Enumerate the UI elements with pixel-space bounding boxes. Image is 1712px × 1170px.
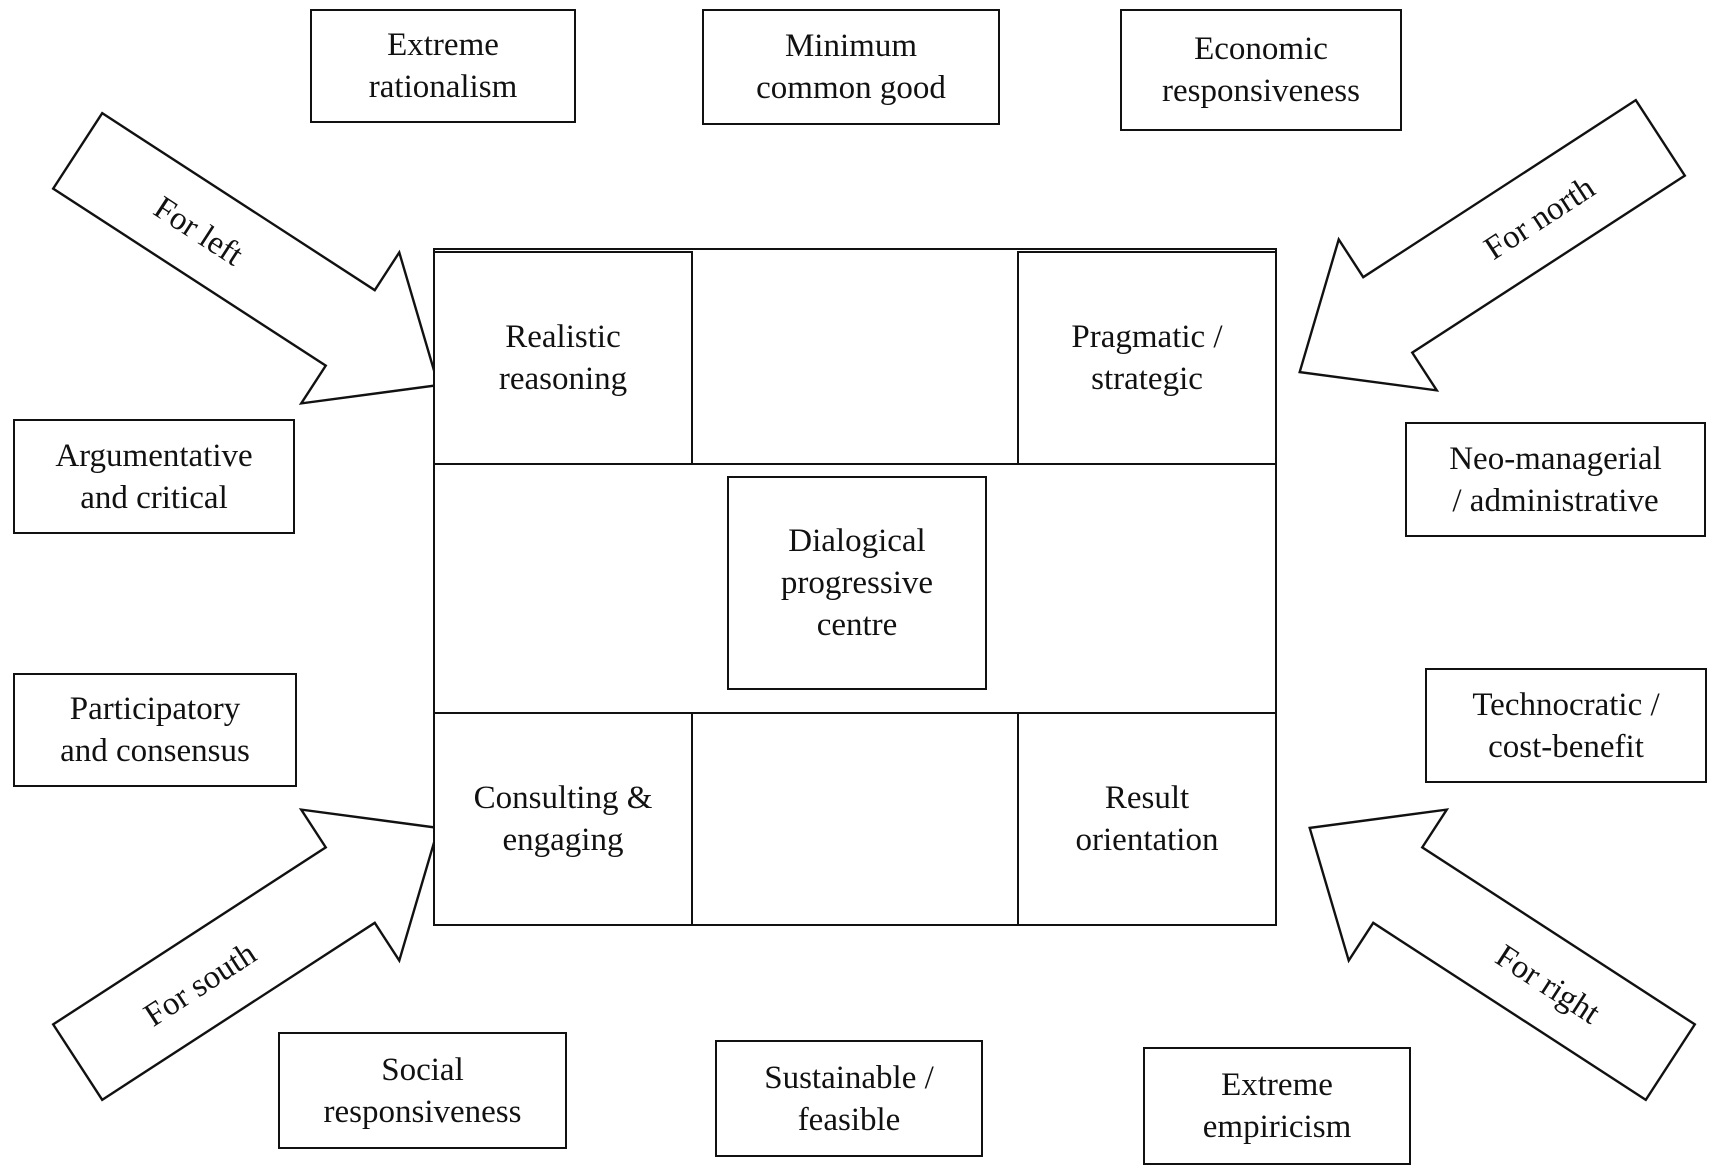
frame-divider-lower: [433, 712, 1277, 714]
dialogical-centre-line1: Dialogical: [788, 523, 926, 559]
participatory-consensus-line1: Participatory: [69, 691, 241, 727]
extreme-rationalism-box: Extreme rationalism: [310, 9, 576, 123]
pragmatic-strategic-box: Pragmatic / strategic: [1017, 251, 1277, 465]
extreme-empiricism-line1: Extreme: [1221, 1067, 1333, 1103]
realistic-reasoning-line2: reasoning: [498, 361, 628, 397]
extreme-empiricism-line2: empiricism: [1202, 1109, 1352, 1145]
arrow-for-left-shape: [51, 111, 440, 405]
participatory-consensus-line2: and consensus: [60, 733, 250, 769]
technocratic-box: Technocratic / cost-benefit: [1425, 668, 1707, 783]
neo-managerial-box: Neo-managerial / administrative: [1405, 422, 1706, 537]
neo-managerial-line2: / administrative: [1452, 482, 1659, 519]
social-responsiveness-line1: Social: [381, 1051, 464, 1088]
pragmatic-strategic-line1: Pragmatic /: [1071, 319, 1223, 355]
dialogical-centre-line2: progressive: [780, 565, 934, 601]
technocratic-line1: Technocratic /: [1472, 686, 1660, 723]
social-responsiveness-line2: responsiveness: [323, 1093, 522, 1130]
extreme-empiricism-box: Extreme empiricism: [1143, 1047, 1411, 1165]
participatory-consensus-box: Participatory and consensus: [13, 673, 297, 787]
arrow-for-south-shape: [51, 808, 440, 1102]
argumentative-critical-box: Argumentative and critical: [13, 419, 295, 534]
consulting-engaging-box: Consulting & engaging: [433, 712, 693, 926]
sustainable-feasible-line1: Sustainable /: [764, 1059, 934, 1096]
realistic-reasoning-box: Realistic reasoning: [433, 251, 693, 465]
economic-responsiveness-box: Economic responsiveness: [1120, 9, 1402, 131]
central-frame: [433, 248, 1277, 926]
result-orientation-line1: Result: [1104, 780, 1190, 816]
arrow-for-north-shape: [1298, 98, 1687, 392]
arrow-for-left: For left: [51, 111, 440, 405]
pragmatic-strategic-line2: strategic: [1091, 361, 1203, 397]
neo-managerial-line1: Neo-managerial: [1449, 440, 1662, 477]
technocratic-line2: cost-benefit: [1488, 728, 1644, 765]
dialogical-centre-line3: centre: [816, 607, 898, 643]
minimum-common-good-box: Minimum common good: [702, 9, 1000, 125]
result-orientation-line2: orientation: [1075, 822, 1219, 858]
arrow-for-right-shape: [1308, 808, 1697, 1102]
arrow-for-right: For right: [1308, 808, 1697, 1102]
frame-divider-upper: [433, 463, 1277, 465]
sustainable-feasible-line2: feasible: [797, 1101, 901, 1138]
sustainable-feasible-box: Sustainable / feasible: [715, 1040, 983, 1157]
dialogical-centre-box: Dialogical progressive centre: [727, 476, 987, 690]
result-orientation-box: Result orientation: [1017, 712, 1277, 926]
minimum-common-good-line2: common good: [756, 70, 946, 106]
economic-responsiveness-line2: responsiveness: [1162, 73, 1360, 109]
realistic-reasoning-line1: Realistic: [505, 319, 621, 355]
extreme-rationalism-line1: Extreme: [387, 27, 499, 63]
extreme-rationalism-line2: rationalism: [368, 69, 518, 105]
arrow-for-south: For south: [51, 808, 440, 1102]
argumentative-critical-line1: Argumentative: [55, 437, 253, 474]
minimum-common-good-line1: Minimum: [784, 28, 917, 64]
consulting-engaging-line1: Consulting &: [473, 780, 653, 816]
economic-responsiveness-line1: Economic: [1194, 31, 1328, 67]
argumentative-critical-line2: and critical: [80, 479, 228, 516]
consulting-engaging-line2: engaging: [502, 822, 624, 858]
social-responsiveness-box: Social responsiveness: [278, 1032, 567, 1149]
